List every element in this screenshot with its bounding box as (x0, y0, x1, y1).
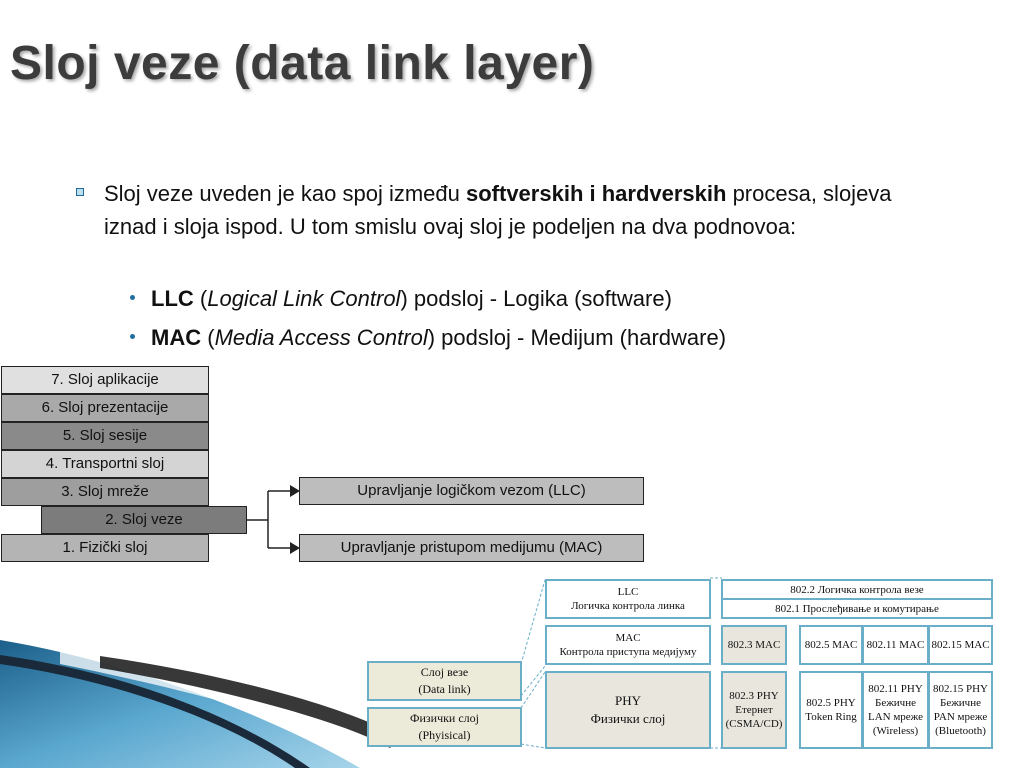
mac-col-label: 802.3 MAC (727, 639, 781, 651)
intro-text-before: Sloj veze uveden je kao spoj između (104, 181, 466, 206)
phy-col-line: (Wireless) (872, 725, 919, 737)
cyr-mac-box: MAC Контрола приступа медијуму (545, 625, 711, 665)
sublayer-item-mac: MAC (Media Access Control) podsloj - Med… (130, 321, 726, 354)
mac-col-label: 802.11 MAC (866, 639, 925, 651)
phy-col-line: Етернет (735, 704, 773, 716)
mac-col-80211: 802.11 MAC (862, 625, 929, 665)
page-title: Sloj veze (data link layer) (10, 37, 595, 90)
cyr-datalink-sub: (Data link) (418, 682, 471, 696)
phy-col-8023: 802.3 PHY Етернет (CSMA/CD) (721, 671, 787, 749)
cyr-physical-box: Физички слој (Phyisical) (367, 707, 522, 747)
osi-layer-4: 4. Transportni sloj (1, 450, 209, 478)
cyr-llc-title: LLC (617, 586, 639, 598)
sublayer-item-llc: LLC (Logical Link Control) podsloj - Log… (130, 282, 672, 315)
phy-col-title: 802.5 PHY (806, 697, 856, 709)
sublayer-description: ) podsloj - Logika (software) (400, 286, 672, 311)
mac-col-80215: 802.15 MAC (928, 625, 993, 665)
cyr-llc-desc: Логичка контрола линка (571, 600, 685, 612)
osi-layer-3: 3. Sloj mreže (1, 478, 209, 506)
osi-layer-7: 7. Sloj aplikacije (1, 366, 209, 394)
phy-col-title: 802.15 PHY (932, 683, 988, 695)
square-bullet-icon (76, 188, 84, 196)
cyr-mac-desc: Контрола приступа медијуму (559, 646, 697, 658)
phy-col-line: (CSMA/CD) (725, 718, 783, 730)
intro-text-bold: softverskih i hardverskih (466, 181, 727, 206)
mac-sublayer-box: Upravljanje pristupom medijumu (MAC) (299, 534, 644, 562)
cyr-physical-label: Физички слој (410, 711, 479, 725)
cyr-phy-box: PHY Физички слој (545, 671, 711, 749)
intro-text: Sloj veze uveden je kao spoj između soft… (104, 177, 932, 243)
phy-col-80211: 802.11 PHY Бежичне LAN мреже (Wireless) (862, 671, 929, 749)
dot-bullet-icon (130, 333, 135, 339)
std-8021-box: 802.1 Прослеђивање и комутирање (721, 598, 993, 619)
phy-col-title: 802.11 PHY (868, 683, 923, 695)
phy-col-line: (Bluetooth) (935, 725, 986, 737)
cyr-datalink-box: Слој везе (Data link) (367, 661, 522, 701)
cyr-phy-title: PHY (614, 693, 641, 708)
sublayer-description: ) podsloj - Medijum (hardware) (427, 325, 727, 350)
phy-col-line: PAN мреже (933, 711, 988, 723)
cyr-phy-desc: Физички слој (590, 711, 666, 726)
cyr-llc-box: LLC Логичка контрола линка (545, 579, 711, 619)
llc-sublayer-box: Upravljanje logičkom vezom (LLC) (299, 477, 644, 505)
sublayer-full-name: Logical Link Control (207, 286, 401, 311)
cyr-mac-title: MAC (615, 632, 641, 644)
mac-col-8025: 802.5 MAC (799, 625, 863, 665)
phy-col-line: Token Ring (805, 711, 857, 723)
intro-text-after: procesa, slojeva iznad i sloja ispod. U … (104, 181, 892, 239)
std-8022-box: 802.2 Логичка контрола везе (721, 579, 993, 600)
osi-layer-1: 1. Fizički sloj (1, 534, 209, 562)
mac-col-label: 802.15 MAC (931, 639, 990, 651)
osi-layer-6: 6. Sloj prezentacije (1, 394, 209, 422)
sublayer-abbr: MAC (151, 325, 202, 350)
sublayer-open: ( (193, 286, 208, 311)
phy-col-title: 802.3 PHY (729, 690, 779, 702)
std-8021-label: 802.1 Прослеђивање и комутирање (775, 602, 939, 615)
phy-col-line: Бежичне (940, 697, 981, 709)
phy-col-line: LAN мреже (867, 711, 924, 723)
mac-col-8023: 802.3 MAC (721, 625, 787, 665)
sublayer-open: ( (201, 325, 215, 350)
phy-col-line: Бежичне (875, 697, 916, 709)
intro-bullet: Sloj veze uveden je kao spoj između soft… (72, 177, 932, 243)
osi-layer-5: 5. Sloj sesije (1, 422, 209, 450)
cyr-physical-sub: (Phyisical) (418, 728, 471, 742)
mac-col-label: 802.5 MAC (804, 639, 858, 651)
osi-layer-2: 2. Sloj veze (41, 506, 247, 534)
sublayer-abbr: LLC (151, 286, 194, 311)
phy-col-80215: 802.15 PHY Бежичне PAN мреже (Bluetooth) (928, 671, 993, 749)
cyr-datalink-label: Слој везе (420, 665, 469, 679)
std-8022-label: 802.2 Логичка контрола везе (790, 583, 924, 596)
dot-bullet-icon (130, 294, 135, 300)
phy-col-8025: 802.5 PHY Token Ring (799, 671, 863, 749)
sublayer-full-name: Media Access Control (214, 325, 428, 350)
